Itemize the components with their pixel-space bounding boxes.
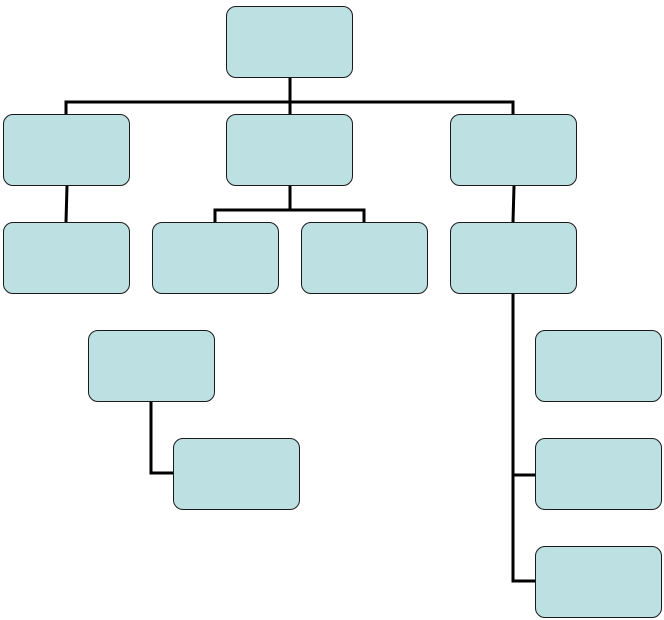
org-box-right-side-1	[535, 330, 662, 402]
connector-right-down	[511, 184, 516, 224]
org-box-left-subordinate	[3, 222, 130, 294]
org-box-center-subordinate-1	[152, 222, 279, 294]
org-box-right-manager	[450, 114, 577, 186]
org-box-right-subordinate	[450, 222, 577, 294]
org-box-right-side-2	[535, 438, 662, 510]
org-box-detached-head	[88, 330, 215, 402]
org-box-root	[226, 6, 353, 78]
org-box-center-subordinate-2	[301, 222, 428, 294]
connector-left-down	[64, 184, 69, 224]
org-box-detached-child	[173, 438, 300, 510]
org-box-center-manager	[226, 114, 353, 186]
org-box-left-manager	[3, 114, 130, 186]
org-box-right-side-3	[535, 546, 662, 618]
